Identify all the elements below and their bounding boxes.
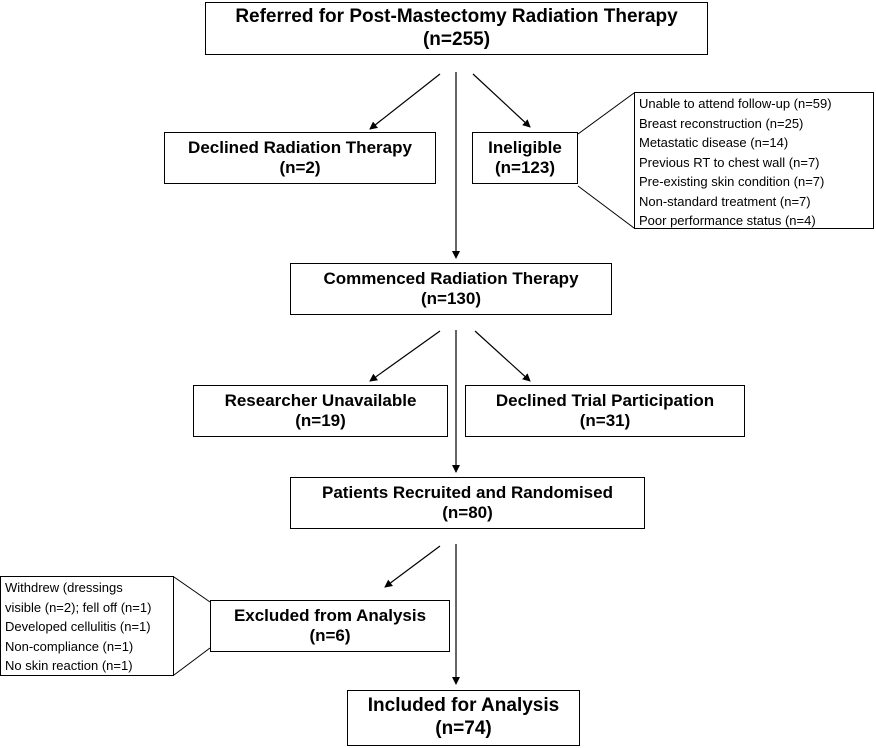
box-ineligible-count: (n=123) xyxy=(495,158,555,177)
excluded-reason-item: Non-compliance (n=1) xyxy=(5,638,134,654)
box-referred-count: (n=255) xyxy=(422,28,491,50)
box-ineligible-title: Ineligible xyxy=(488,137,562,157)
ineligible-reason-item: Previous RT to chest wall (n=7) xyxy=(639,154,820,170)
excluded-reason-item: Withdrew (dressings xyxy=(5,580,123,595)
arrow-recruited-to-excluded xyxy=(384,545,441,588)
ineligible-reason-item: Pre-existing skin condition (n=7) xyxy=(639,174,825,189)
ineligible-reason-item: Metastatic disease (n=14) xyxy=(639,135,789,150)
box-recruited-title: Patients Recruited and Randomised xyxy=(322,482,613,502)
box-recruited: Patients Recruited and Randomised (n=80) xyxy=(290,477,645,529)
excluded-reason-item: visible (n=2); fell off (n=1) xyxy=(5,599,152,615)
box-included-title: Included for Analysis xyxy=(367,695,560,717)
excluded-reasons-note: Withdrew (dressings visible (n=2); fell … xyxy=(0,576,174,676)
arrow-referred-to-ineligible xyxy=(472,73,531,128)
callout-line-ineligible-bottom xyxy=(577,185,635,229)
box-declined-rt-count: (n=2) xyxy=(279,158,321,177)
box-excluded: Excluded from Analysis (n=6) xyxy=(210,600,450,652)
box-referred: Referred for Post-Mastectomy Radiation T… xyxy=(205,2,708,55)
box-commenced-title: Commenced Radiation Therapy xyxy=(323,268,579,288)
box-referred-title: Referred for Post-Mastectomy Radiation T… xyxy=(235,5,678,27)
arrow-commenced-to-declined-trial xyxy=(474,330,531,382)
box-excluded-title: Excluded from Analysis xyxy=(233,605,427,625)
box-declined-trial-count: (n=31) xyxy=(579,411,631,430)
ineligible-reason-item: Breast reconstruction (n=25) xyxy=(639,115,804,131)
arrow-referred-to-declined-rt xyxy=(369,73,441,130)
ineligible-reason-item: Non-standard treatment (n=7) xyxy=(639,193,811,209)
box-included-count: (n=74) xyxy=(435,718,492,739)
callout-line-excluded-bottom xyxy=(173,647,211,676)
box-ineligible: Ineligible (n=123) xyxy=(472,132,578,184)
excluded-reason-item: Developed cellulitis (n=1) xyxy=(5,619,151,634)
ineligible-reasons-note: Unable to attend follow-up (n=59) Breast… xyxy=(634,92,874,229)
box-declined-trial-title: Declined Trial Participation xyxy=(495,390,715,410)
box-commenced: Commenced Radiation Therapy (n=130) xyxy=(290,263,612,315)
box-included: Included for Analysis (n=74) xyxy=(347,690,580,746)
box-researcher-unavailable: Researcher Unavailable (n=19) xyxy=(193,385,448,437)
excluded-reason-item: No skin reaction (n=1) xyxy=(5,658,133,673)
box-excluded-count: (n=6) xyxy=(309,626,351,645)
box-declined-rt: Declined Radiation Therapy (n=2) xyxy=(164,132,436,184)
box-declined-rt-title: Declined Radiation Therapy xyxy=(188,137,412,157)
arrow-commenced-to-researcher xyxy=(369,330,441,382)
box-commenced-count: (n=130) xyxy=(421,289,481,308)
box-researcher-unavailable-title: Researcher Unavailable xyxy=(224,390,417,410)
box-declined-trial: Declined Trial Participation (n=31) xyxy=(465,385,745,437)
box-recruited-count: (n=80) xyxy=(442,503,493,522)
callout-line-excluded-top xyxy=(173,576,211,603)
callout-line-ineligible-top xyxy=(577,92,635,135)
ineligible-reason-item: Unable to attend follow-up (n=59) xyxy=(639,96,832,111)
ineligible-reason-item: Poor performance status (n=4) xyxy=(639,213,816,228)
box-researcher-unavailable-count: (n=19) xyxy=(295,411,346,430)
